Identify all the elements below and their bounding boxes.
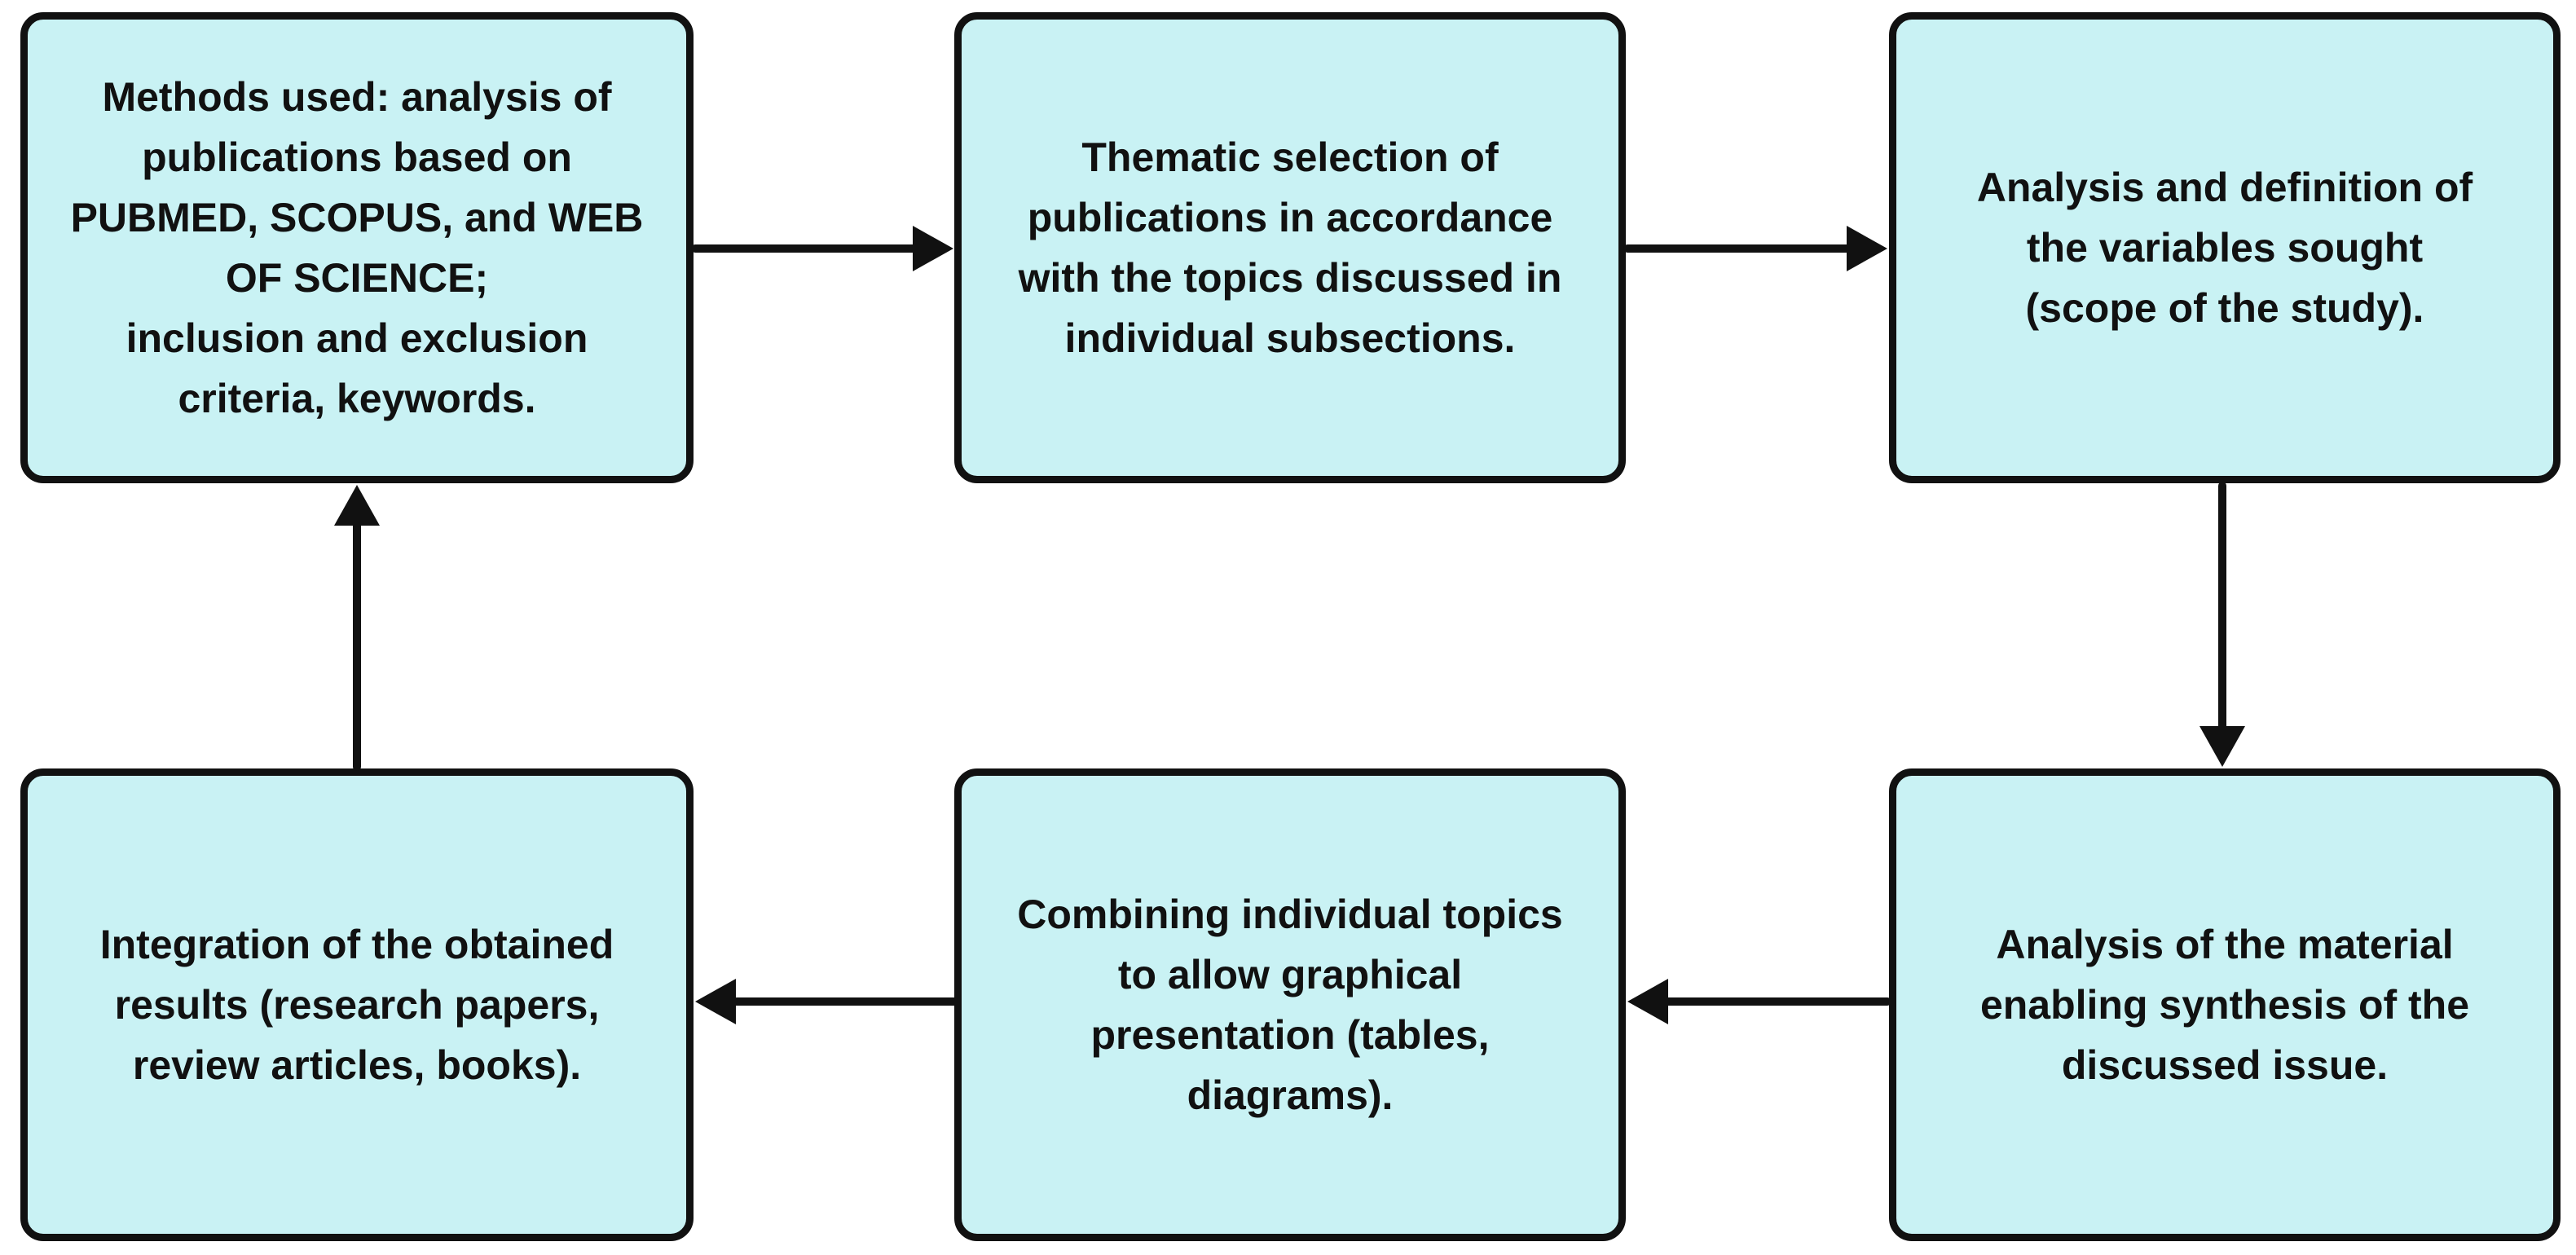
flow-box-thematic-selection: Thematic selection of publications in ac… bbox=[954, 12, 1626, 483]
box-line: PUBMED, SCOPUS, and WEB bbox=[70, 195, 644, 240]
box-line: Integration of the obtained bbox=[99, 922, 614, 967]
box-line: review articles, books). bbox=[132, 1042, 582, 1088]
box-line: discussed issue. bbox=[2061, 1042, 2389, 1088]
arrow-methods-to-thematic-icon bbox=[691, 226, 953, 271]
box-line: publications based on bbox=[142, 134, 572, 180]
arrow-material-to-combining-icon bbox=[1627, 979, 1891, 1024]
box-line: criteria, keywords. bbox=[178, 376, 536, 421]
arrow-thematic-to-variables-icon bbox=[1623, 226, 1887, 271]
box-line: inclusion and exclusion bbox=[125, 315, 588, 361]
flow-box-variables-definition: Analysis and definition of the variables… bbox=[1889, 12, 2561, 483]
box-line: diagrams). bbox=[1187, 1072, 1394, 1118]
flow-box-integration-results: Integration of the obtained results (res… bbox=[20, 768, 694, 1241]
box-line: publications in accordance bbox=[1027, 195, 1553, 240]
box-line: Combining individual topics bbox=[1017, 892, 1563, 937]
arrow-integration-to-methods-icon bbox=[334, 485, 380, 771]
arrow-combining-to-integration-icon bbox=[695, 979, 958, 1024]
box-line: Analysis and definition of bbox=[1976, 165, 2473, 210]
box-line: OF SCIENCE; bbox=[225, 255, 489, 301]
box-line: individual subsections. bbox=[1064, 315, 1516, 361]
box-line: Analysis of the material bbox=[1996, 922, 2454, 967]
arrow-variables-to-material-icon bbox=[2200, 482, 2245, 767]
flow-box-methods: Methods used: analysis of publications b… bbox=[20, 12, 694, 483]
box-line: presentation (tables, bbox=[1090, 1012, 1490, 1058]
flow-box-material-analysis: Analysis of the material enabling synthe… bbox=[1889, 768, 2561, 1241]
box-line: the variables sought bbox=[2026, 225, 2424, 271]
box-line: with the topics discussed in bbox=[1018, 255, 1562, 301]
box-line: (scope of the study). bbox=[2025, 285, 2424, 331]
box-line: to allow graphical bbox=[1117, 952, 1463, 997]
box-line: Thematic selection of bbox=[1081, 134, 1499, 180]
box-line: enabling synthesis of the bbox=[1979, 982, 2470, 1028]
box-line: Methods used: analysis of bbox=[102, 74, 612, 120]
box-line: results (research papers, bbox=[114, 982, 600, 1028]
flow-box-combining-topics: Combining individual topics to allow gra… bbox=[954, 768, 1626, 1241]
